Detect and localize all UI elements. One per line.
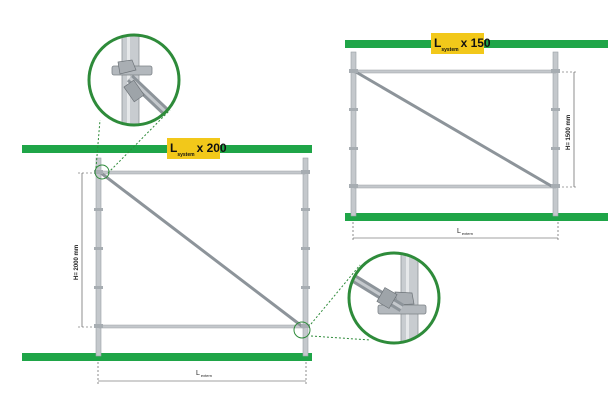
right-width-label: Lextern (457, 228, 473, 236)
right-rosettes (349, 69, 560, 188)
left-post-left (95, 157, 102, 357)
right-ledger-top (353, 69, 557, 74)
left-ledger-top (98, 170, 306, 175)
left-width-dimension (97, 362, 307, 384)
bottom-callout (293, 251, 441, 345)
left-diagonal-brace (100, 171, 304, 329)
left-rosettes (94, 170, 310, 328)
right-diagonal-brace (355, 70, 554, 189)
top-source-circle (94, 164, 110, 180)
left-width-label: Lextern (196, 370, 212, 378)
right-width-dimension (352, 222, 559, 242)
left-post-right (302, 157, 309, 357)
right-ledger-bottom (353, 184, 557, 189)
right-post-left (350, 51, 357, 217)
right-height-label: H= 1500 mm (566, 115, 572, 150)
right-post-right (552, 51, 559, 217)
right-height-dimension (562, 71, 578, 188)
right-bottom-green-bar (345, 213, 608, 221)
left-height-label: H= 2000 mm (74, 245, 80, 280)
bottom-source-circle (293, 321, 311, 339)
left-height-dimension (78, 172, 94, 328)
left-ledger-bottom (98, 324, 306, 329)
left-bottom-green-bar (22, 353, 312, 361)
